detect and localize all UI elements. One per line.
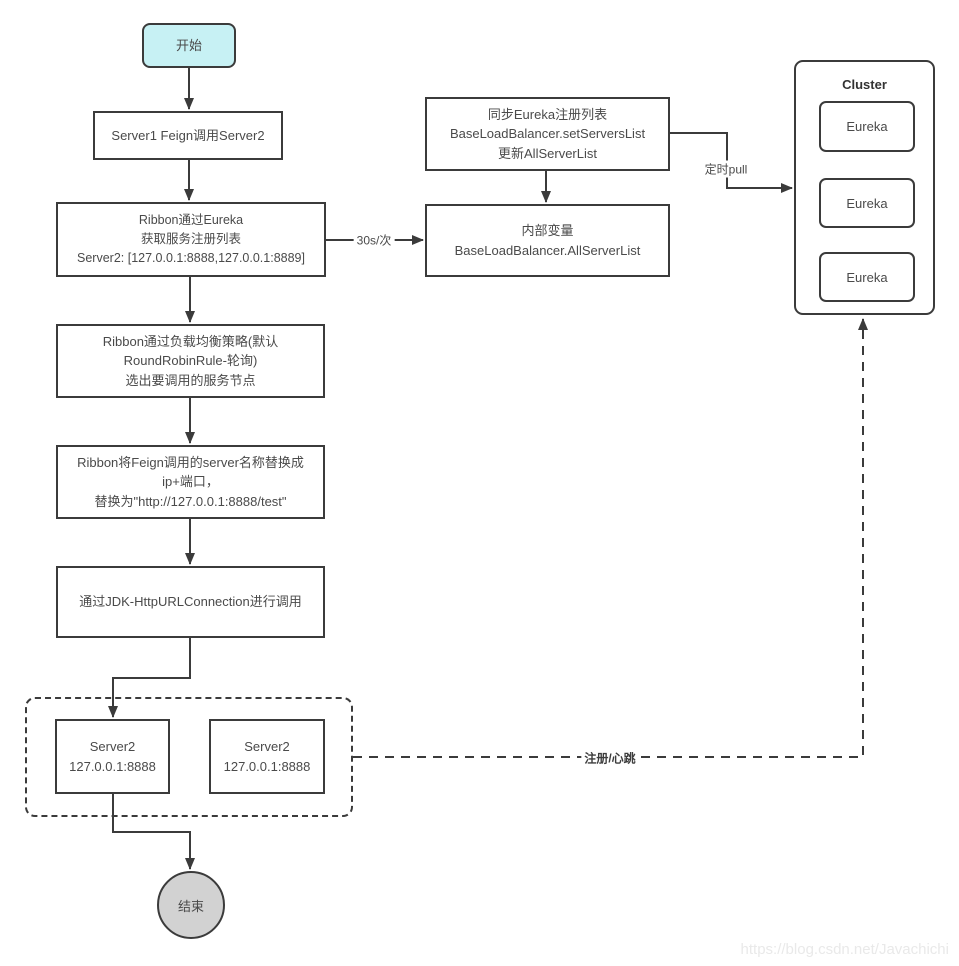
- eureka-label: Eureka: [846, 195, 888, 211]
- node-line: RoundRobinRule-轮询): [123, 353, 258, 369]
- node-server2-instance-1: Server2 127.0.0.1:8888: [55, 719, 170, 794]
- cluster-title: Cluster: [842, 77, 887, 92]
- node-server2-instance-2: Server2 127.0.0.1:8888: [209, 719, 325, 794]
- node-lb-strategy: Ribbon通过负载均衡策略(默认 RoundRobinRule-轮询) 选出要…: [56, 324, 325, 398]
- eureka-cluster-group: Cluster Eureka Eureka Eureka: [794, 60, 935, 315]
- node-replace-server-name: Ribbon将Feign调用的server名称替换成 ip+端口， 替换为"ht…: [56, 445, 325, 519]
- edge-label-pull-interval: 30s/次: [353, 231, 395, 249]
- node-line: ip+端口，: [162, 474, 219, 490]
- node-end: 结束: [157, 871, 225, 939]
- node-start-label: 开始: [175, 37, 202, 53]
- edge-label-register-heartbeat: 注册/心跳: [581, 749, 639, 767]
- node-eureka-2: Eureka: [819, 178, 915, 228]
- node-internal-variable: 内部变量 BaseLoadBalancer.AllServerList: [425, 204, 670, 277]
- node-line: 127.0.0.1:8888: [223, 758, 311, 774]
- node-line: Server2: [89, 739, 136, 754]
- watermark: https://blog.csdn.net/Javachichi: [740, 941, 949, 958]
- node-ribbon-fetch-registry: Ribbon通过Eureka 获取服务注册列表 Server2: [127.0.…: [56, 202, 326, 277]
- node-line: Ribbon通过Eureka: [138, 213, 244, 228]
- node-line: Ribbon将Feign调用的server名称替换成: [77, 454, 304, 470]
- node-sync-eureka-registry: 同步Eureka注册列表 BaseLoadBalancer.setServers…: [425, 97, 670, 171]
- node-line: BaseLoadBalancer.AllServerList: [454, 242, 641, 258]
- node-line: 内部变量: [521, 223, 574, 238]
- node-server1-feign-call: Server1 Feign调用Server2: [93, 111, 283, 160]
- node-eureka-1: Eureka: [819, 101, 915, 152]
- node-jdk-label: 通过JDK-HttpURLConnection进行调用: [79, 594, 302, 610]
- node-end-label: 结束: [177, 898, 204, 914]
- server2-dashed-group: [25, 697, 353, 817]
- node-start: 开始: [142, 23, 236, 68]
- node-line: 替换为"http://127.0.0.1:8888/test": [94, 493, 287, 509]
- eureka-label: Eureka: [846, 269, 888, 285]
- node-line: 更新AllServerList: [498, 145, 597, 161]
- node-line: 选出要调用的服务节点: [125, 372, 256, 388]
- node-line: Ribbon通过负载均衡策略(默认: [102, 333, 279, 349]
- edge-label-timed-pull: 定时pull: [701, 160, 751, 178]
- edge-register-heartbeat: [353, 318, 868, 758]
- node-line: 127.0.0.1:8888: [69, 758, 156, 774]
- node-jdk-httpurlconnection: 通过JDK-HttpURLConnection进行调用: [56, 566, 325, 638]
- node-line: Server2: [244, 739, 290, 754]
- node-line: BaseLoadBalancer.setServersList: [449, 126, 646, 142]
- node-server1-label: Server1 Feign调用Server2: [111, 127, 265, 143]
- node-line: 获取服务注册列表: [140, 232, 241, 247]
- node-line: Server2: [127.0.0.1:8888,127.0.0.1:8889]: [77, 250, 305, 265]
- node-eureka-3: Eureka: [819, 252, 915, 302]
- eureka-label: Eureka: [846, 119, 888, 134]
- node-line: 同步Eureka注册列表: [487, 106, 608, 122]
